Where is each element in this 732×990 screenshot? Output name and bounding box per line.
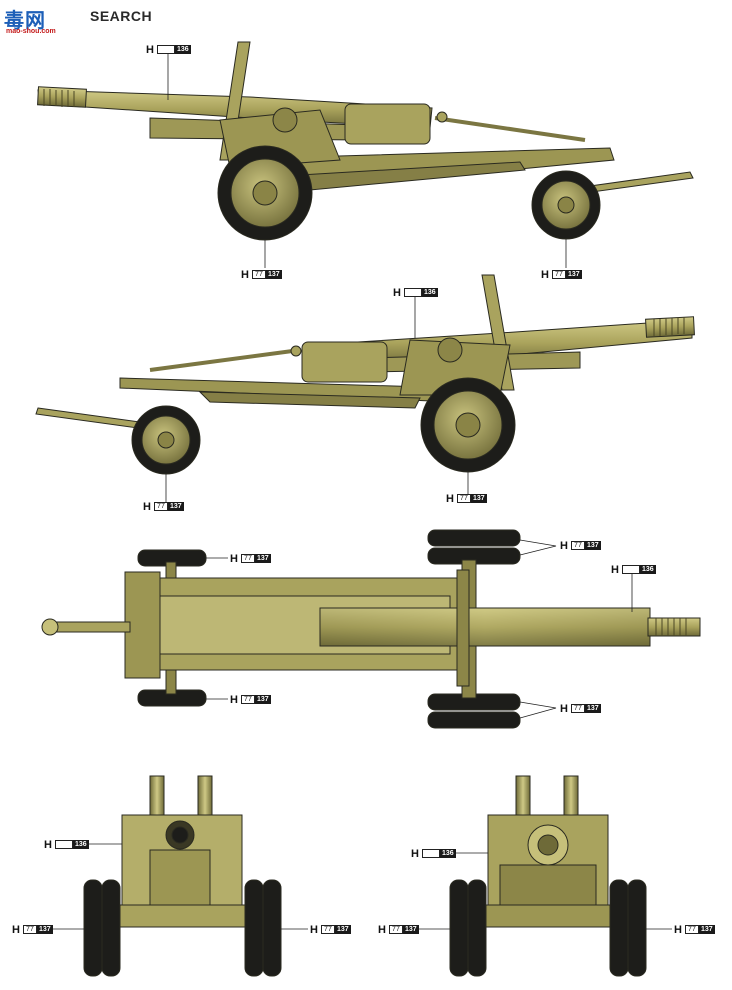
callout-number: 77 bbox=[320, 925, 335, 934]
logo-url: mao-shou.com bbox=[6, 28, 56, 35]
callout-h: H bbox=[411, 847, 419, 860]
callout-h: H bbox=[393, 286, 401, 299]
top-main-wheel-4 bbox=[427, 711, 521, 729]
callout-side1-rear: H 77 137 bbox=[541, 268, 582, 281]
callout-side2-rear: H 77 137 bbox=[143, 500, 184, 513]
callout-code: 137 bbox=[254, 554, 271, 563]
callout-number: 77 bbox=[153, 502, 168, 511]
rear-wheel-l1 bbox=[449, 879, 469, 977]
logo-en: SEARCH bbox=[90, 8, 153, 24]
callout-h: H bbox=[674, 923, 682, 936]
callout-number bbox=[403, 288, 422, 297]
callout-h: H bbox=[12, 923, 20, 936]
callout-top-barrel: H 136 bbox=[611, 563, 656, 576]
callout-h: H bbox=[611, 563, 619, 576]
callout-number bbox=[621, 565, 640, 574]
callout-h: H bbox=[446, 492, 454, 505]
callout-top-main-wheels-bottom: H 77 137 bbox=[560, 702, 601, 715]
callout-number: 77 bbox=[240, 695, 255, 704]
callout-number: 77 bbox=[251, 270, 266, 279]
callout-side2-wheel: H 77 137 bbox=[446, 492, 487, 505]
callout-number: 77 bbox=[388, 925, 403, 934]
front-view bbox=[83, 775, 282, 977]
top-main-wheel-1 bbox=[427, 529, 521, 547]
rear-left-tube bbox=[515, 775, 531, 817]
callout-code: 137 bbox=[565, 270, 582, 279]
side-view-2 bbox=[35, 274, 695, 475]
callout-number bbox=[421, 849, 440, 858]
callout-number: 77 bbox=[551, 270, 566, 279]
callout-number: 77 bbox=[570, 541, 585, 550]
tow-ring bbox=[41, 618, 59, 636]
rear-wheel-r1 bbox=[609, 879, 629, 977]
callout-h: H bbox=[241, 268, 249, 281]
callout-h: H bbox=[541, 268, 549, 281]
callout-code: 136 bbox=[72, 840, 89, 849]
breech bbox=[344, 103, 431, 145]
front-wheel-r2 bbox=[262, 879, 282, 977]
muzzle bbox=[645, 316, 695, 338]
callout-code: 136 bbox=[639, 565, 656, 574]
front-wheel-l1 bbox=[83, 879, 103, 977]
callout-h: H bbox=[146, 43, 154, 56]
callout-front-wheel-left: H 77 137 bbox=[12, 923, 53, 936]
callout-code: 136 bbox=[174, 45, 191, 54]
callout-side1-wheel: H 77 137 bbox=[241, 268, 282, 281]
tow-bar bbox=[35, 407, 141, 429]
callout-rear-wheel-left: H 77 137 bbox=[378, 923, 419, 936]
tow-bar bbox=[589, 171, 694, 193]
callout-h: H bbox=[44, 838, 52, 851]
callout-rear-wheel-right: H 77 137 bbox=[674, 923, 715, 936]
leader-lines bbox=[48, 49, 672, 930]
callout-front-shield: H 136 bbox=[44, 838, 89, 851]
callout-h: H bbox=[560, 539, 568, 552]
callout-code: 137 bbox=[584, 704, 601, 713]
callout-top-rear-wheel-top: H 77 137 bbox=[230, 552, 271, 565]
callout-code: 137 bbox=[265, 270, 282, 279]
rear-right-tube bbox=[563, 775, 579, 817]
callout-number: 77 bbox=[240, 554, 255, 563]
callout-number: 77 bbox=[456, 494, 471, 503]
callout-code: 137 bbox=[402, 925, 419, 934]
callout-h: H bbox=[143, 500, 151, 513]
front-wheel-l2 bbox=[101, 879, 121, 977]
callout-h: H bbox=[230, 693, 238, 706]
callout-top-rear-wheel-bottom: H 77 137 bbox=[230, 693, 271, 706]
callout-code: 136 bbox=[439, 849, 456, 858]
logo-cn: 毒网 bbox=[4, 8, 46, 32]
callout-side2-barrel: H 136 bbox=[393, 286, 438, 299]
rear-wheel-r2 bbox=[627, 879, 647, 977]
callout-h: H bbox=[378, 923, 386, 936]
callout-code: 137 bbox=[584, 541, 601, 550]
front-wheel-r1 bbox=[244, 879, 264, 977]
callout-side1-barrel: H 136 bbox=[146, 43, 191, 56]
callout-h: H bbox=[230, 552, 238, 565]
callout-code: 136 bbox=[421, 288, 438, 297]
callout-code: 137 bbox=[470, 494, 487, 503]
callout-number: 77 bbox=[570, 704, 585, 713]
callout-code: 137 bbox=[334, 925, 351, 934]
callout-h: H bbox=[310, 923, 318, 936]
callout-number: 77 bbox=[684, 925, 699, 934]
callout-front-wheel-right: H 77 137 bbox=[310, 923, 351, 936]
shield bbox=[456, 569, 470, 687]
rear-wheel-l2 bbox=[467, 879, 487, 977]
callout-rear-shield: H 136 bbox=[411, 847, 456, 860]
callout-code: 137 bbox=[698, 925, 715, 934]
callout-number bbox=[54, 840, 73, 849]
callout-number: 77 bbox=[22, 925, 37, 934]
callout-code: 137 bbox=[167, 502, 184, 511]
callout-h: H bbox=[560, 702, 568, 715]
rear-view bbox=[449, 775, 647, 977]
callout-code: 137 bbox=[36, 925, 53, 934]
callout-top-main-wheels-top: H 77 137 bbox=[560, 539, 601, 552]
watermark-logo: 毒网 SEARCH mao-shou.com bbox=[4, 4, 164, 40]
callout-code: 137 bbox=[254, 695, 271, 704]
top-view bbox=[41, 529, 701, 729]
callout-number bbox=[156, 45, 175, 54]
breech bbox=[301, 341, 388, 383]
side-view-1 bbox=[37, 41, 694, 241]
